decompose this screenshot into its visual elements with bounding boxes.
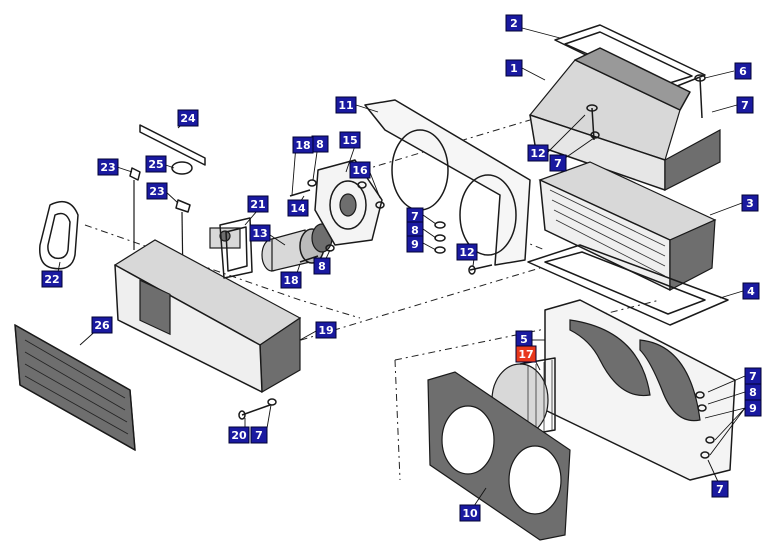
svg-text:12: 12 — [459, 246, 474, 259]
callout-13[interactable]: 13 — [249, 224, 271, 242]
callout-1[interactable]: 1 — [505, 59, 523, 77]
callout-26[interactable]: 26 — [91, 316, 113, 334]
filter-grille — [14, 323, 136, 452]
svg-text:6: 6 — [739, 65, 747, 78]
front-plate — [427, 371, 571, 541]
svg-text:4: 4 — [747, 285, 755, 298]
upper-housing — [528, 47, 721, 191]
svg-text:7: 7 — [411, 210, 419, 223]
callout-10[interactable]: 10 — [459, 504, 481, 522]
svg-text:8: 8 — [749, 386, 757, 399]
callout-11[interactable]: 11 — [335, 96, 357, 114]
svg-text:1: 1 — [510, 62, 518, 75]
callout-badges: 1 2 3 4 5 6 7 7 7 7 7 7 8 8 8 8 9 9 10 1… — [41, 14, 762, 522]
callout-4[interactable]: 4 — [742, 282, 760, 300]
callout-21[interactable]: 21 — [247, 195, 269, 213]
callout-17[interactable]: 17 — [515, 345, 537, 363]
svg-text:13: 13 — [252, 227, 267, 240]
svg-text:15: 15 — [342, 134, 357, 147]
svg-text:7: 7 — [749, 370, 757, 383]
callout-9-right[interactable]: 9 — [744, 399, 762, 417]
callout-9-center[interactable]: 9 — [406, 235, 424, 253]
svg-text:8: 8 — [318, 260, 326, 273]
callout-8-motor-bottom[interactable]: 8 — [313, 257, 331, 275]
small-gasket — [219, 217, 253, 279]
svg-text:12: 12 — [530, 147, 545, 160]
blower-housing — [544, 299, 736, 481]
motor-plate — [314, 159, 383, 246]
svg-text:14: 14 — [290, 202, 306, 215]
callout-15[interactable]: 15 — [339, 131, 361, 149]
flat-gasket — [527, 244, 729, 326]
svg-text:16: 16 — [352, 164, 368, 177]
svg-text:19: 19 — [318, 324, 333, 337]
svg-text:17: 17 — [518, 348, 533, 361]
callout-7-lower-left[interactable]: 7 — [250, 426, 268, 444]
callout-18-upper[interactable]: 18 — [292, 136, 314, 154]
callout-12-upper[interactable]: 12 — [527, 144, 549, 162]
svg-text:11: 11 — [338, 99, 353, 112]
callout-8-motor-top[interactable]: 8 — [311, 135, 329, 153]
front-housing — [113, 227, 302, 394]
svg-text:7: 7 — [255, 429, 263, 442]
blower-motor — [261, 223, 333, 272]
callout-23-right[interactable]: 23 — [146, 182, 168, 200]
svg-text:2: 2 — [510, 17, 518, 30]
callout-12-center[interactable]: 12 — [456, 243, 478, 261]
svg-text:7: 7 — [741, 99, 749, 112]
callout-3[interactable]: 3 — [741, 194, 759, 212]
svg-text:5: 5 — [520, 333, 528, 346]
svg-text:8: 8 — [316, 138, 324, 151]
svg-text:8: 8 — [411, 224, 419, 237]
svg-text:7: 7 — [554, 157, 562, 170]
callout-24[interactable]: 24 — [177, 109, 199, 127]
callout-7-lower-right[interactable]: 7 — [744, 367, 762, 385]
svg-text:18: 18 — [283, 274, 298, 287]
callout-14[interactable]: 14 — [287, 199, 309, 217]
svg-text:7: 7 — [716, 483, 724, 496]
callout-20[interactable]: 20 — [228, 426, 250, 444]
svg-text:22: 22 — [44, 273, 59, 286]
svg-text:24: 24 — [180, 112, 196, 125]
svg-text:18: 18 — [295, 139, 310, 152]
svg-text:9: 9 — [749, 402, 757, 415]
callout-2[interactable]: 2 — [505, 14, 523, 32]
svg-text:23: 23 — [100, 161, 115, 174]
callout-7-bottom-right[interactable]: 7 — [711, 480, 729, 498]
callout-7-upper-right[interactable]: 7 — [736, 96, 754, 114]
callout-8-right[interactable]: 8 — [744, 383, 762, 401]
callout-6[interactable]: 6 — [734, 62, 752, 80]
frame-bracket — [364, 99, 531, 266]
svg-text:25: 25 — [148, 158, 163, 171]
svg-text:21: 21 — [250, 198, 265, 211]
callout-22[interactable]: 22 — [41, 270, 63, 288]
svg-text:9: 9 — [411, 238, 419, 251]
svg-text:26: 26 — [94, 319, 110, 332]
svg-text:23: 23 — [149, 185, 164, 198]
svg-text:3: 3 — [746, 197, 754, 210]
callout-5[interactable]: 5 — [515, 330, 533, 348]
gasket-ring — [39, 200, 79, 270]
callout-16[interactable]: 16 — [349, 161, 371, 179]
heater-core — [538, 161, 717, 291]
callout-7-upper-mid[interactable]: 7 — [549, 154, 567, 172]
callout-23-left[interactable]: 23 — [97, 158, 119, 176]
callout-18-lower[interactable]: 18 — [280, 271, 302, 289]
fasteners — [238, 74, 715, 459]
callout-19[interactable]: 19 — [315, 321, 337, 339]
callout-25[interactable]: 25 — [145, 155, 167, 173]
svg-text:10: 10 — [462, 507, 478, 520]
svg-text:20: 20 — [231, 429, 247, 442]
